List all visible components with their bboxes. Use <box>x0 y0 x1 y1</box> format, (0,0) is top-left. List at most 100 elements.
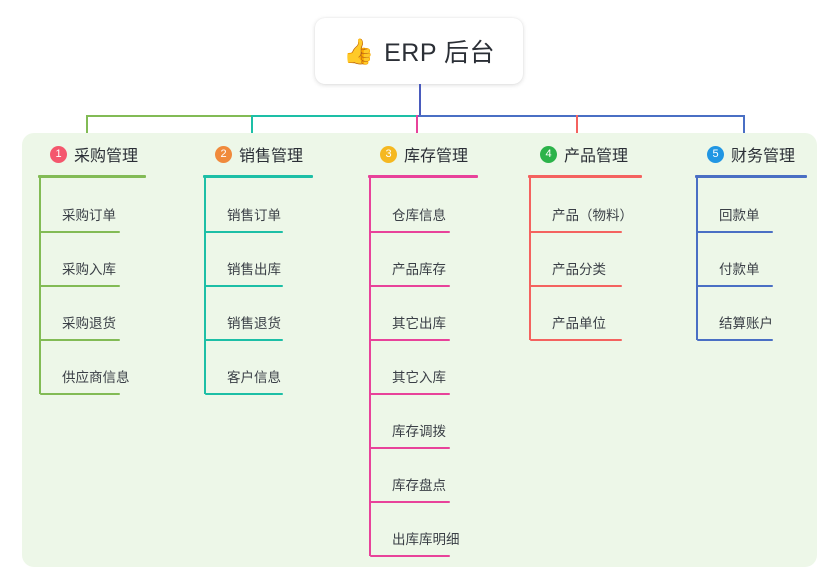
branch-item[interactable]: 产品分类 <box>528 234 650 288</box>
branch-underline-1 <box>38 175 146 178</box>
branch-item[interactable]: 采购入库 <box>38 234 148 288</box>
branch-item-underline <box>370 285 450 287</box>
branch-item-label: 库存调拨 <box>392 424 446 439</box>
branches-panel <box>22 133 817 567</box>
branch-item-underline <box>40 285 120 287</box>
branch-column-4: 4 产品管理产品（物料） 产品分类产品单位 <box>528 142 642 341</box>
branch-item-label: 产品分类 <box>552 262 606 277</box>
branch-item-underline <box>40 339 120 341</box>
branch-item-underline <box>370 555 450 557</box>
branch-item-underline <box>370 231 450 233</box>
branch-badge-5: 5 <box>707 145 724 163</box>
branch-column-2: 2 销售管理销售订单销售出库销售退货客户信息 <box>203 142 313 395</box>
branch-item[interactable]: 采购订单 <box>38 180 148 234</box>
branch-item-label: 产品（物料） <box>552 208 633 223</box>
branch-item[interactable]: 出库库明细 <box>368 504 478 558</box>
branch-item-underline <box>370 339 450 341</box>
branch-item-underline <box>205 285 283 287</box>
branch-item-underline <box>370 501 450 503</box>
branch-item[interactable]: 付款单 <box>695 234 801 288</box>
branch-item-label: 产品单位 <box>552 316 606 331</box>
branch-item[interactable]: 销售出库 <box>203 234 311 288</box>
branch-item[interactable]: 产品（物料） <box>528 180 650 234</box>
branch-item-underline <box>205 339 283 341</box>
branch-header-3[interactable]: 3 库存管理 <box>368 142 468 166</box>
branch-item-label: 回款单 <box>719 208 760 223</box>
branch-underline-3 <box>368 175 478 178</box>
branch-item[interactable]: 库存调拨 <box>368 396 478 450</box>
root-node-card[interactable]: 👍 ERP 后台 <box>315 18 523 84</box>
branch-item[interactable]: 供应商信息 <box>38 342 148 396</box>
branch-item[interactable]: 产品库存 <box>368 234 478 288</box>
branch-item-label: 客户信息 <box>227 370 281 385</box>
branch-item[interactable]: 销售退货 <box>203 288 311 342</box>
connector-bar-2 <box>251 115 416 117</box>
connector-bar-1 <box>86 115 251 117</box>
branch-item-label: 产品库存 <box>392 262 446 277</box>
branch-item-label: 付款单 <box>719 262 760 277</box>
branch-item-underline <box>530 339 622 341</box>
branch-badge-2: 2 <box>215 145 232 163</box>
branch-item-underline <box>205 231 283 233</box>
connector-bar-3 <box>416 115 576 117</box>
branch-item-label: 销售订单 <box>227 208 281 223</box>
branch-header-1[interactable]: 1 采购管理 <box>38 142 138 166</box>
branch-spine-4 <box>529 178 531 340</box>
branch-item[interactable]: 回款单 <box>695 180 801 234</box>
branch-underline-4 <box>528 175 642 178</box>
connector-drop-4 <box>576 115 578 144</box>
branch-item[interactable]: 客户信息 <box>203 342 311 396</box>
connector-drop-3 <box>416 115 418 144</box>
branch-title-5: 财务管理 <box>731 148 796 165</box>
branch-badge-4: 4 <box>540 145 557 163</box>
branch-underline-2 <box>203 175 313 178</box>
branch-spine-3 <box>369 178 371 556</box>
branch-header-2[interactable]: 2 销售管理 <box>203 142 303 166</box>
branch-item-underline <box>697 231 773 233</box>
branch-item-underline <box>530 285 622 287</box>
branch-item[interactable]: 库存盘点 <box>368 450 478 504</box>
branch-item[interactable]: 销售订单 <box>203 180 311 234</box>
branch-item-underline <box>205 393 283 395</box>
branch-header-4[interactable]: 4 产品管理 <box>528 142 628 166</box>
branch-item[interactable]: 产品单位 <box>528 288 650 342</box>
branch-item-label: 销售退货 <box>227 316 281 331</box>
branch-title-2: 销售管理 <box>239 148 304 165</box>
branch-column-5: 5 财务管理回款单付款单结算账户 <box>695 142 807 341</box>
branch-item-underline <box>40 393 120 395</box>
branch-title-4: 产品管理 <box>564 148 629 165</box>
branch-item-underline <box>370 447 450 449</box>
branch-item[interactable]: 其它出库 <box>368 288 478 342</box>
thumbs-up-icon: 👍 <box>342 37 375 66</box>
branch-item-label: 库存盘点 <box>392 478 446 493</box>
branch-spine-5 <box>696 178 698 340</box>
branch-item[interactable]: 其它入库 <box>368 342 478 396</box>
connector-drop-5 <box>743 115 745 144</box>
branch-column-1: 1 采购管理采购订单采购入库采购退货供应商信息 <box>38 142 146 395</box>
branch-item[interactable]: 仓库信息 <box>368 180 478 234</box>
connector-root-stem <box>419 84 421 117</box>
connector-bar-4 <box>576 115 743 117</box>
root-node-title: ERP 后台 <box>384 39 496 67</box>
branch-item-label: 结算账户 <box>719 316 773 331</box>
branch-column-3: 3 库存管理仓库信息产品库存其它出库其它入库库存调拨库存盘点出库库明细 <box>368 142 478 557</box>
branch-item-label: 出库库明细 <box>392 532 460 547</box>
branch-badge-3: 3 <box>380 145 397 163</box>
branch-title-3: 库存管理 <box>404 148 469 165</box>
connector-drop-1 <box>86 115 88 144</box>
branch-item-label: 供应商信息 <box>62 370 130 385</box>
branch-item-label: 采购入库 <box>62 262 116 277</box>
branch-item-underline <box>40 231 120 233</box>
branch-badge-1: 1 <box>50 145 67 163</box>
branch-item-underline <box>370 393 450 395</box>
branch-item[interactable]: 结算账户 <box>695 288 801 342</box>
branch-item-underline <box>530 231 622 233</box>
branch-item-underline <box>697 285 773 287</box>
branch-header-5[interactable]: 5 财务管理 <box>695 142 795 166</box>
branch-item-label: 仓库信息 <box>392 208 446 223</box>
branch-underline-5 <box>695 175 807 178</box>
branch-item[interactable]: 采购退货 <box>38 288 148 342</box>
branch-item-label: 其它入库 <box>392 370 446 385</box>
branch-title-1: 采购管理 <box>74 148 139 165</box>
